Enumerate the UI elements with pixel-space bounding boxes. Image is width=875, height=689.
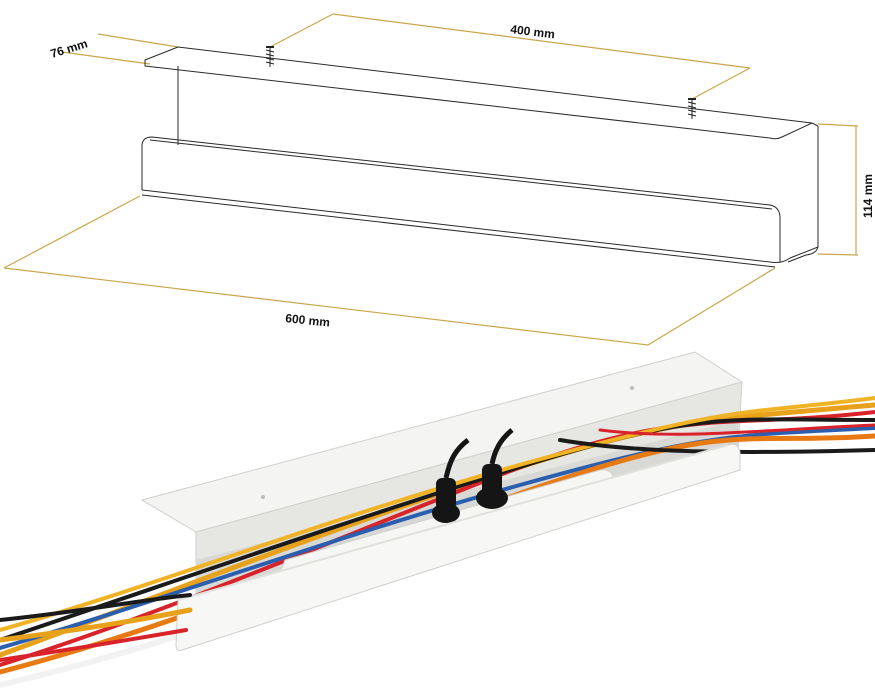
- screw-icon: [687, 98, 697, 119]
- cable-black-2: [558, 438, 875, 454]
- dim-label-114: 114 mm: [861, 174, 875, 218]
- dim-label-400: 400 mm: [510, 22, 556, 41]
- cable-red-2: [598, 423, 875, 436]
- dim-label-76: 76 mm: [49, 36, 89, 61]
- line-drawing: 76 mm 400 mm 114 mm 600 mm: [3, 13, 875, 346]
- cable-front-left: [0, 593, 193, 662]
- plug-icon: [476, 428, 514, 509]
- tray-bottom: [141, 189, 819, 263]
- dim-400-ext-left: [269, 13, 334, 48]
- dim-600-ext-left: [3, 195, 141, 269]
- dim-114-ext-bottom: [817, 253, 859, 256]
- dim-114-ext-top: [817, 123, 859, 127]
- mounting-hole: [630, 386, 634, 390]
- dim-400-line: [332, 13, 751, 69]
- dim-600-line: [3, 267, 649, 346]
- plug-icon: [432, 438, 470, 523]
- dimension-lines: [3, 13, 859, 346]
- back-wall-bottom-right: [787, 246, 819, 263]
- front-lip-inner: [149, 139, 773, 210]
- dim-76-line: [97, 33, 179, 48]
- mounting-hole: [261, 495, 265, 499]
- back-wall-right-edge: [811, 122, 819, 127]
- dim-600-ext-right: [647, 267, 776, 346]
- dim-label-600: 600 mm: [285, 311, 331, 330]
- front-lip: [141, 136, 781, 262]
- bottom-inner: [141, 194, 776, 268]
- cable-yellow-2: [0, 396, 875, 632]
- dim-400-ext-right: [691, 67, 751, 100]
- product-photo: [0, 351, 875, 688]
- dim-76-ext: [61, 51, 151, 65]
- screw-icon: [265, 46, 275, 67]
- tray-front-lip: [175, 443, 741, 651]
- tray-outline: [141, 46, 819, 268]
- tray-front-lip-edge: [177, 444, 729, 601]
- top-flange: [144, 46, 813, 140]
